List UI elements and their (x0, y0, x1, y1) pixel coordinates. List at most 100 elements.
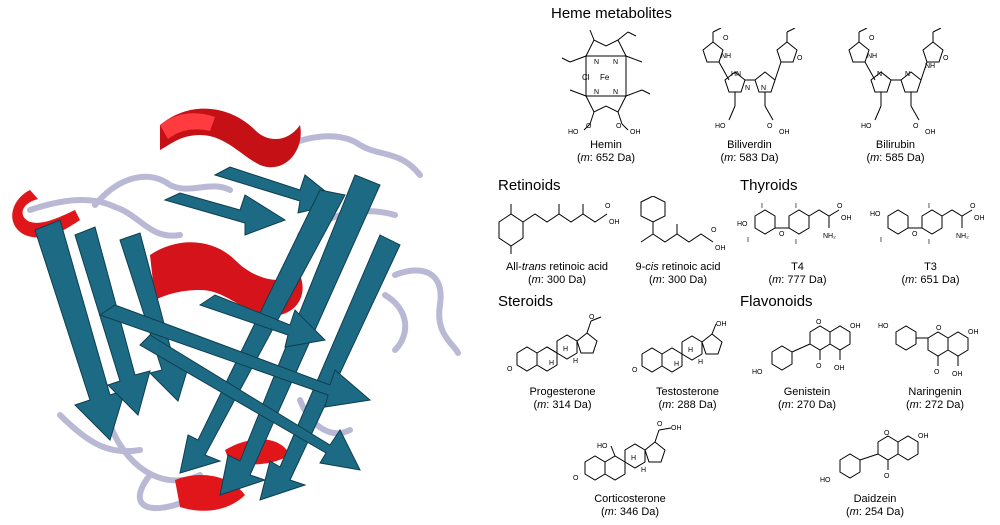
hemin-atom: N (594, 89, 599, 96)
t4-atom: O (779, 231, 785, 238)
bilirubin-atom: OH (925, 129, 936, 136)
testosterone-atom: H (698, 359, 703, 366)
t4-atom: OH (841, 215, 852, 222)
biliverdin-atom: N (745, 85, 750, 92)
naringenin-atom: O (934, 369, 940, 376)
t4-atom: O (837, 203, 843, 210)
hemin-name: Hemin (590, 139, 622, 151)
bilirubin-atom: O (943, 55, 949, 62)
bilirubin-atom: HO (861, 123, 872, 130)
t4-atom: I (795, 239, 797, 246)
hemin-atom: Cl (582, 73, 590, 82)
hemin-atom: Fe (600, 73, 610, 82)
t4-atom: I (747, 237, 749, 244)
atra-atom: O (605, 203, 611, 210)
daidzein-name: Daidzein (853, 493, 897, 505)
hemin-atom: OH (630, 129, 641, 136)
corticosterone-atom: HO (597, 443, 608, 450)
hemin-atom: O (616, 123, 622, 130)
t4-mass: (m: 777 Da) (768, 274, 827, 286)
t4-name: T4 (791, 261, 804, 273)
heading-heme-metabolites: Heme metabolites (551, 5, 672, 22)
testosterone-name: Testosterone (656, 386, 719, 398)
cis9-atom: O (711, 227, 717, 234)
cis9-mass: (m: 300 Da) (648, 274, 708, 286)
naringenin-atom: O (936, 325, 942, 332)
biliverdin-atom: O (723, 35, 729, 42)
atra-name: All-trans retinoic acid (505, 261, 609, 273)
hemin-atom: HO (568, 129, 579, 136)
hemin-atom: N (613, 89, 618, 96)
t3-atom: I (928, 203, 930, 210)
corticosterone-structure: HO O OH O H H (573, 421, 682, 482)
progesterone-atom: H (563, 346, 568, 353)
corticosterone-atom: H (641, 467, 646, 474)
bilirubin-atom: O (913, 123, 919, 130)
genistein-mass: (m: 270 Da) (777, 399, 837, 411)
bilirubin-mass: (m: 585 Da) (866, 152, 925, 164)
corticosterone-name: Corticosterone (594, 493, 666, 505)
molecule-genistein: O OH OH O HO Genistein (m: 270 Da) (747, 318, 867, 412)
daidzein-atom: O (884, 430, 890, 437)
progesterone-name: Progesterone (529, 386, 596, 398)
hemin-atom: O (586, 123, 592, 130)
heading-thyroids: Thyroids (740, 177, 798, 194)
t3-mass: (m: 651 Da) (901, 274, 960, 286)
t4-structure: HO I I O I I O OH NH₂ (737, 203, 852, 246)
naringenin-atom: OH (968, 329, 979, 336)
naringenin-atom: HO (878, 323, 889, 330)
molecule-corticosterone: HO O OH O H H Corticosterone (m: 346 Da) (570, 418, 690, 519)
daidzein-atom: HO (820, 477, 831, 484)
progesterone-structure: O O H H H (507, 314, 601, 373)
testosterone-atom: H (688, 347, 693, 354)
molecule-t3: HO I O I I O OH NH₂ T3 (m: 651 Da) (868, 200, 993, 287)
testosterone-atom: H (674, 361, 679, 368)
testosterone-mass: (m: 288 Da) (658, 399, 717, 411)
molecule-bilirubin: O NH N N NH O HO O OH Bilirubin (m: 585 … (838, 28, 953, 165)
biliverdin-atom: HO (715, 123, 726, 130)
hemin-structure: Cl Fe N N N N HO O O OH (561, 29, 651, 136)
testosterone-structure: OH O H H H (632, 321, 727, 374)
t3-atom: O (970, 203, 976, 210)
heading-flavonoids: Flavonoids (740, 293, 813, 310)
t4-atom: NH₂ (823, 233, 836, 240)
t3-atom: I (928, 239, 930, 246)
daidzein-structure: O OH HO O (820, 430, 929, 484)
atra-structure: O OH (498, 203, 620, 254)
daidzein-mass: (m: 254 Da) (845, 506, 905, 518)
cis9-atom: OH (715, 245, 726, 252)
atra-atom: OH (609, 219, 620, 226)
biliverdin-atom: O (797, 55, 803, 62)
bilirubin-name: Bilirubin (875, 139, 916, 151)
corticosterone-atom: OH (671, 425, 682, 432)
daidzein-atom: OH (918, 433, 929, 440)
biliverdin-atom: OH (779, 129, 790, 136)
bilirubin-atom: O (869, 35, 875, 42)
t3-name: T3 (924, 261, 937, 273)
bilirubin-atom: NH (867, 53, 877, 60)
genistein-atom: HO (752, 369, 763, 376)
corticosterone-mass: (m: 346 Da) (600, 506, 660, 518)
genistein-atom: OH (834, 365, 845, 372)
progesterone-mass: (m: 314 Da) (533, 399, 592, 411)
biliverdin-name: Biliverdin (727, 139, 772, 151)
t4-atom: I (761, 203, 763, 210)
hemin-atom: N (613, 59, 618, 66)
molecule-naringenin: HO O OH OH O Naringenin (m: 272 Da) (875, 318, 995, 412)
naringenin-structure: HO O OH OH O (878, 323, 979, 378)
corticosterone-atom: O (573, 475, 579, 482)
cis9-structure: O OH (640, 196, 726, 252)
genistein-atom: O (816, 363, 822, 370)
molecule-9-cis-retinoic-acid: O OH 9-cis retinoic acid (m: 300 Da) (622, 196, 734, 287)
molecule-all-trans-retinoic-acid: O OH All-trans retinoic acid (m: 300 Da) (492, 200, 622, 287)
biliverdin-atom: O (767, 123, 773, 130)
naringenin-atom: OH (952, 371, 963, 378)
naringenin-mass: (m: 272 Da) (905, 399, 965, 411)
molecule-t4: HO I I O I I O OH NH₂ T4 (m: 777 Da) (735, 200, 860, 287)
t3-atom: O (912, 231, 918, 238)
molecule-hemin: Cl Fe N N N N HO O O OH Hemin (m: 652 Da… (551, 28, 661, 165)
molecule-testosterone: OH O H H H Testosterone (m: 288 Da) (630, 318, 745, 412)
cis9-name: 9-cis retinoic acid (635, 261, 721, 273)
t3-atom: NH₂ (956, 233, 969, 240)
progesterone-atom: O (507, 366, 513, 373)
